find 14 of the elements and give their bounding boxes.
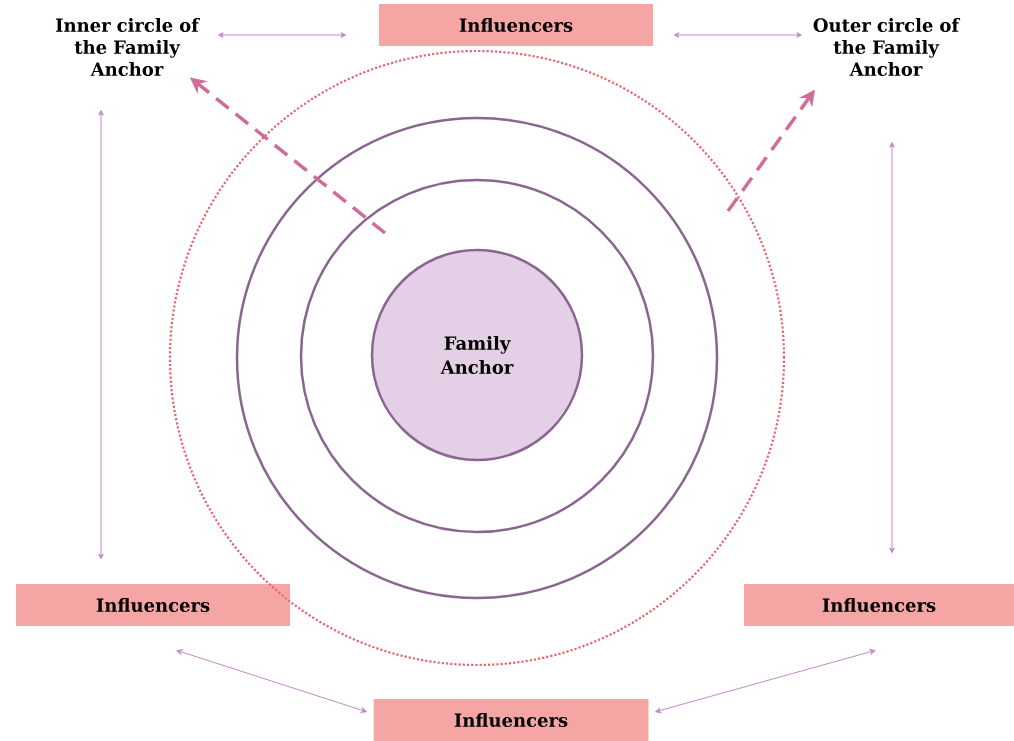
label-box: Influencers <box>744 584 1014 626</box>
arrow <box>98 110 104 560</box>
label-box: Influencers <box>379 4 653 46</box>
caption-text: Inner circle of the Family Anchor <box>55 18 200 76</box>
arrow <box>176 649 367 713</box>
label-box: Influencers <box>16 584 290 626</box>
arrow <box>218 32 347 38</box>
arrow <box>655 649 876 714</box>
ring-circle <box>235 116 719 600</box>
caption-text: Outer circle of the Family Anchor <box>813 18 961 76</box>
arrow <box>889 142 895 554</box>
arrow <box>673 32 802 38</box>
label-box: Influencers <box>373 699 649 741</box>
ring-circle <box>299 178 655 534</box>
